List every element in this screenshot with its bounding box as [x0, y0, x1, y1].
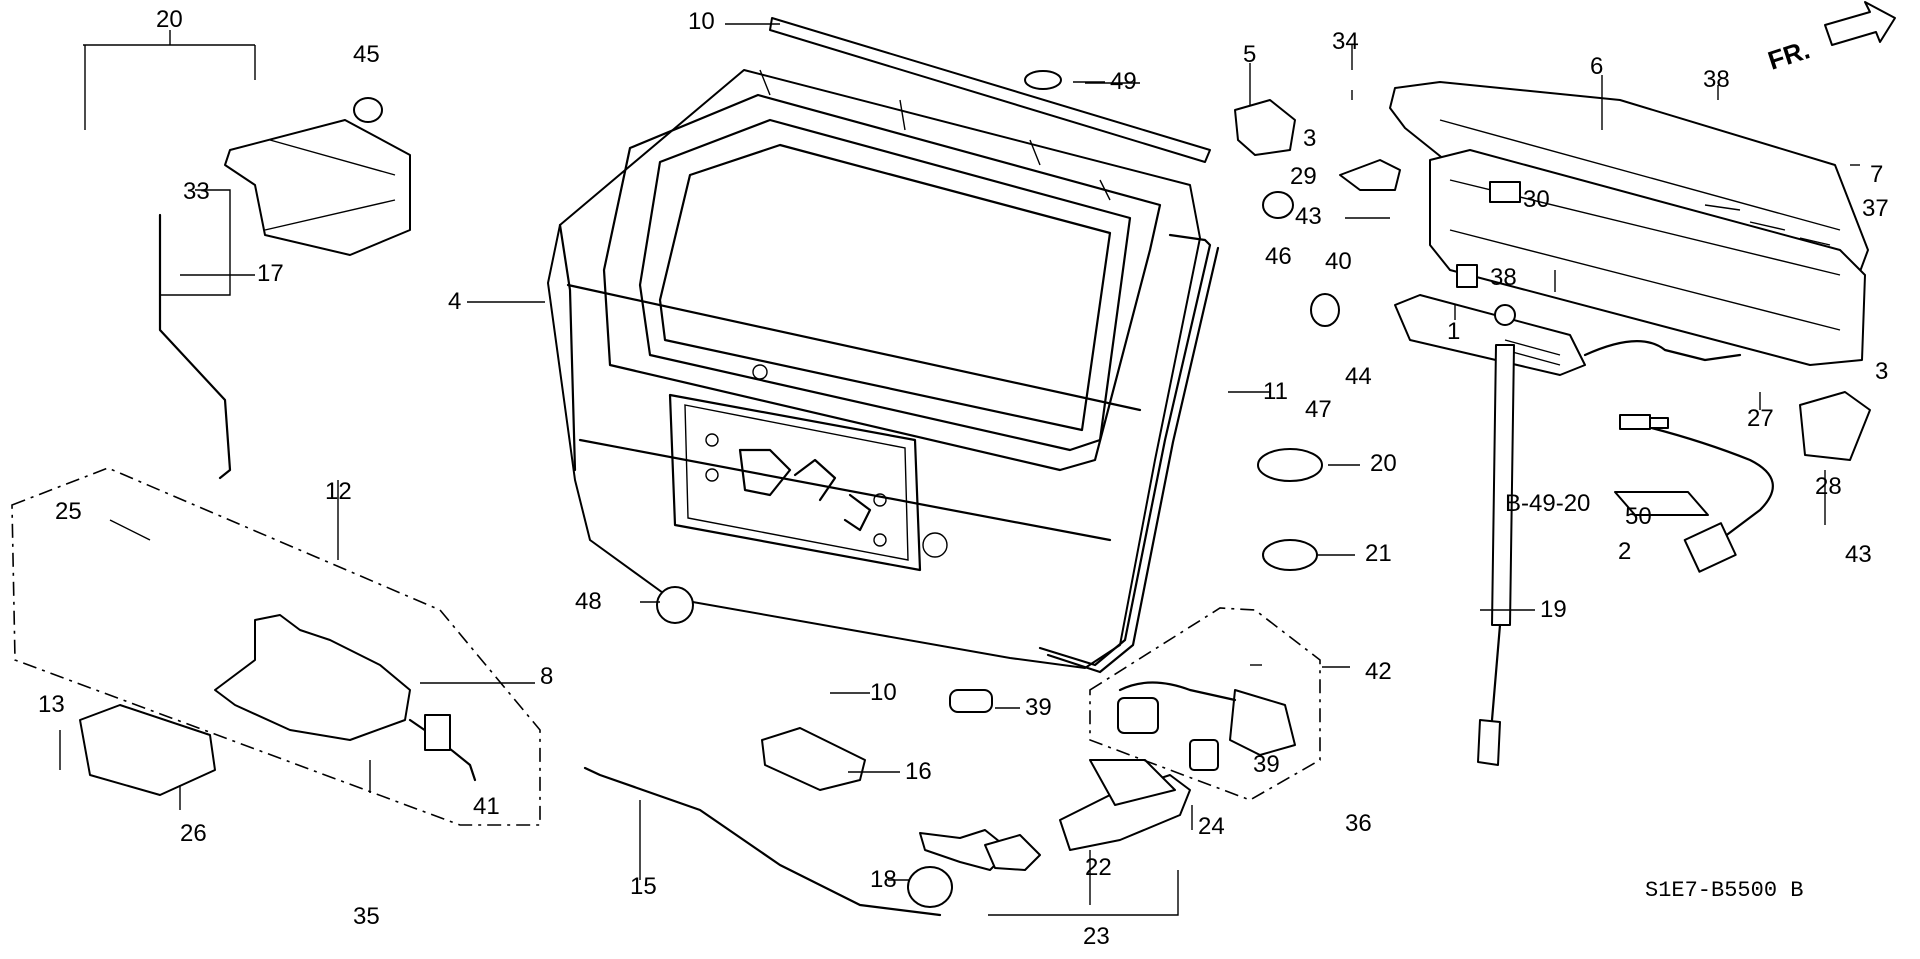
- label-39: 39: [1253, 751, 1280, 778]
- gas-strut: [1477, 304, 1516, 766]
- bumper-20: [1257, 448, 1323, 482]
- label-48: 48: [575, 588, 602, 615]
- grommet-18: [907, 866, 953, 908]
- front-arrow-icon: [1824, 1, 1896, 46]
- striker-16: [761, 727, 866, 791]
- label-41: 41: [473, 793, 500, 820]
- bracket-28: [1799, 391, 1871, 461]
- label-35: 37: [1862, 195, 1889, 222]
- label-19: 19: [1540, 596, 1567, 623]
- tailgate-panel: [547, 69, 1201, 669]
- label-21: 21: [1365, 540, 1392, 567]
- label-4: 4: [448, 288, 462, 315]
- sensor-24: [1229, 689, 1296, 756]
- weatherstrip-seal: [1038, 233, 1212, 667]
- label-40: 40: [1325, 248, 1352, 275]
- label-26: 26: [180, 820, 207, 847]
- label-31: 33: [183, 178, 210, 205]
- actuator-26: [79, 704, 216, 796]
- label-20: 20: [1370, 450, 1397, 477]
- brake-light-bracket: [1429, 149, 1866, 366]
- label-12: 12: [325, 478, 352, 505]
- label-16: 16: [905, 758, 932, 785]
- label-44: 44: [1345, 363, 1372, 390]
- pad-50: [1614, 491, 1709, 516]
- label-50: 50: [1625, 503, 1652, 530]
- label-30: 30: [1523, 186, 1550, 213]
- label-36: 38: [1490, 264, 1517, 291]
- label-24: 24: [1198, 813, 1225, 840]
- label-46: 46: [1265, 243, 1292, 270]
- label-3a: 3: [1303, 125, 1317, 152]
- label-43a: 43: [1295, 203, 1322, 230]
- label-27: 27: [1747, 405, 1774, 432]
- grommet-46: [1262, 191, 1294, 219]
- label-7: 7: [1870, 161, 1884, 188]
- label-25: 25: [55, 498, 82, 525]
- label-18: 18: [870, 866, 897, 893]
- label-45: 45: [353, 41, 380, 68]
- label-49: 49: [1110, 68, 1137, 95]
- hinge-5: [1234, 99, 1296, 156]
- outer-handle: [224, 119, 411, 256]
- label-11: 11: [1263, 378, 1288, 405]
- label-47: 47: [1305, 396, 1332, 423]
- label-23: 23: [1083, 923, 1110, 950]
- group-12-outline: [11, 467, 541, 826]
- bumper-21: [1262, 539, 1318, 571]
- rod-17: [158, 213, 232, 480]
- label-17: 17: [257, 260, 284, 287]
- label-34: 36: [1345, 810, 1372, 837]
- roof-molding: [769, 17, 1211, 163]
- label-29: 29: [1290, 163, 1317, 190]
- label-22: 22: [1085, 854, 1112, 881]
- label-6: 6: [1590, 53, 1604, 80]
- reference-label: B-49-20: [1505, 490, 1591, 517]
- clip-30: [1489, 181, 1521, 203]
- label-32: 34: [1332, 28, 1359, 55]
- label-1: 1: [1447, 318, 1461, 345]
- grommet-48: [656, 586, 694, 624]
- nut-45: [353, 97, 383, 123]
- grommet-47: [1310, 293, 1340, 327]
- label-5: 5: [1243, 41, 1257, 68]
- label-10: 10: [688, 8, 715, 35]
- label-28: 28: [1815, 473, 1842, 500]
- latch-12: [214, 614, 411, 741]
- label-42: 42: [1365, 658, 1392, 685]
- label-13: 13: [38, 691, 65, 718]
- label-3b: 3: [1875, 358, 1889, 385]
- cap-37: [949, 689, 993, 713]
- clip-36: [1456, 264, 1478, 288]
- bracket-29: [1339, 159, 1401, 191]
- cable-15: [583, 766, 942, 917]
- clip-49: [1024, 70, 1062, 90]
- high-mount-brake-light: [1394, 294, 1586, 376]
- connector-2: [1683, 522, 1737, 573]
- label-8: 8: [540, 663, 554, 690]
- label-38: 38: [1703, 66, 1730, 93]
- leader-lines: [59, 23, 1860, 916]
- label-15: 15: [630, 873, 657, 900]
- group-24-outline: [1089, 607, 1321, 801]
- label-14: 20: [156, 6, 183, 33]
- label-43c: 43: [1845, 541, 1872, 568]
- label-33: 35: [353, 903, 380, 930]
- label-9: 10: [870, 679, 897, 706]
- label-37: 39: [1025, 694, 1052, 721]
- diagram-code: S1E7-B5500 B: [1645, 878, 1804, 903]
- label-2: 2: [1618, 538, 1632, 565]
